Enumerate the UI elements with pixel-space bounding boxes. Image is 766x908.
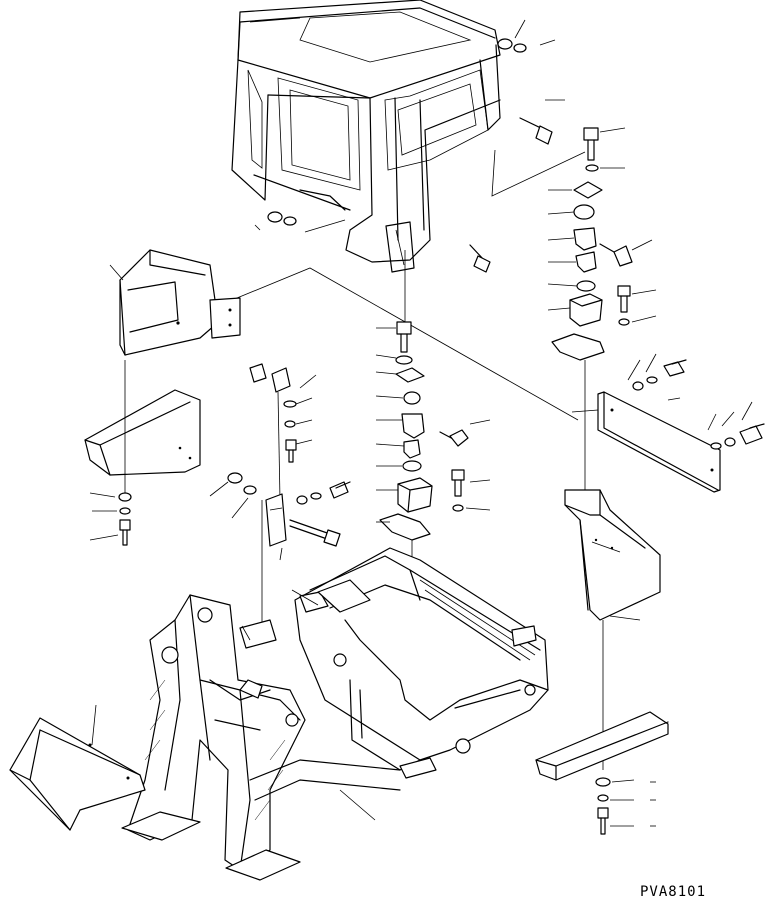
left-lower-guard bbox=[84, 360, 201, 546]
frame-hatching bbox=[144, 679, 286, 821]
left-hardware-group bbox=[209, 363, 351, 640]
drawing-code-label: PVA8101 bbox=[640, 884, 707, 900]
right-cover bbox=[535, 489, 669, 835]
center-mount-stack bbox=[375, 321, 491, 710]
operator-cab bbox=[231, 0, 553, 273]
lower-left-plate bbox=[9, 704, 146, 831]
right-support-bar bbox=[571, 353, 765, 493]
left-cover-bracket bbox=[109, 249, 241, 356]
cab-leader-lines bbox=[219, 19, 586, 421]
right-mount-stack bbox=[547, 127, 657, 500]
main-frame bbox=[121, 547, 549, 881]
